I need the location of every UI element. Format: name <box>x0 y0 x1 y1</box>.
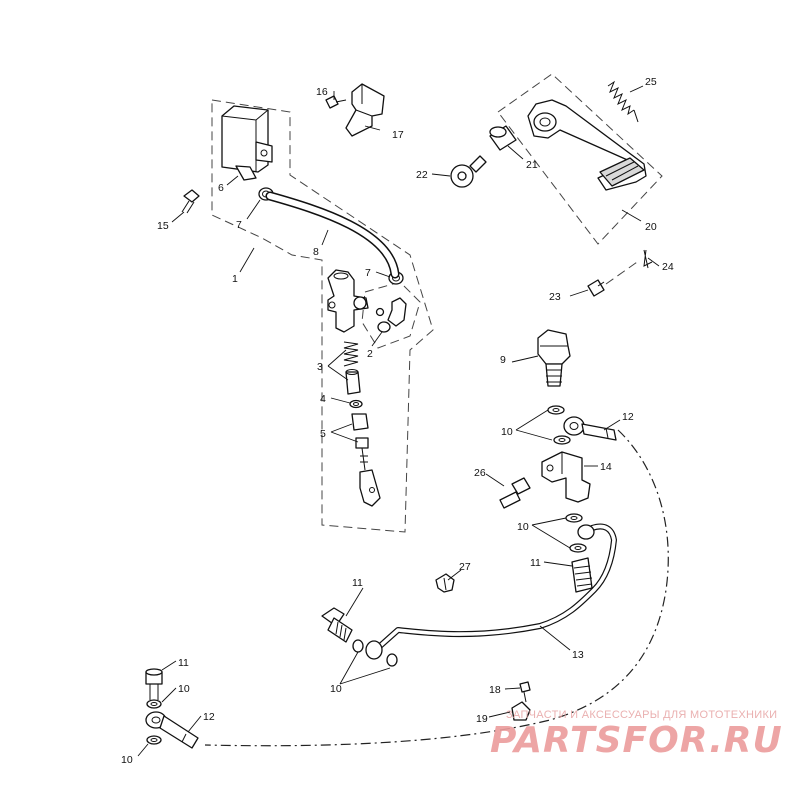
clip-27 <box>435 573 455 593</box>
callout-11-left: 11 <box>352 577 363 589</box>
callout-6: 6 <box>218 182 224 194</box>
callout-9: 9 <box>500 354 506 366</box>
bleed-screw-18 <box>519 681 531 703</box>
callouts: 16 17 25 21 22 20 24 23 15 6 7 8 7 1 2 3… <box>121 76 674 766</box>
bolt-26 <box>499 477 531 509</box>
callout-12-lower: 12 <box>203 711 215 723</box>
piston-3 <box>345 369 361 395</box>
pin-24 <box>605 249 653 285</box>
spring-3 <box>343 341 359 367</box>
brake-hose-line <box>204 429 669 747</box>
brake-pedal-20 <box>527 99 647 191</box>
pivot-bolt-22 <box>450 155 487 188</box>
pushrod-5 <box>355 437 369 471</box>
callout-3: 3 <box>317 361 323 373</box>
callout-8: 8 <box>313 246 319 258</box>
callout-22: 22 <box>416 169 428 181</box>
reservoir-hose <box>265 191 400 279</box>
watermark-brand: PARTSFOR.RU <box>490 720 783 761</box>
washer-10-left-a <box>352 639 364 653</box>
callout-10-left: 10 <box>330 683 342 695</box>
callout-5: 5 <box>320 428 326 440</box>
callout-25: 25 <box>645 76 657 88</box>
washer-10-mid-b <box>569 543 587 553</box>
callout-4: 4 <box>320 393 326 405</box>
callout-26: 26 <box>474 467 486 479</box>
callout-10-lower-b: 10 <box>121 754 133 766</box>
callout-20: 20 <box>645 221 657 233</box>
callout-12-upper: 12 <box>622 411 634 423</box>
group-1-outline <box>211 99 434 533</box>
bolt-15 <box>181 189 200 214</box>
callout-10-mid: 10 <box>517 521 529 533</box>
group-20-outline <box>497 73 663 245</box>
washer-10-upper-b <box>553 435 571 445</box>
banjo-hose-12-upper <box>563 416 617 441</box>
callout-2: 2 <box>367 348 373 360</box>
bracket-17 <box>345 83 385 137</box>
callout-13: 13 <box>572 649 584 661</box>
callout-21: 21 <box>526 159 538 171</box>
master-cylinder-body <box>327 269 369 333</box>
callout-7-lower: 7 <box>365 267 371 279</box>
clevis <box>359 469 381 507</box>
callout-18: 18 <box>489 684 501 696</box>
callout-14: 14 <box>600 461 612 473</box>
callout-16: 16 <box>316 86 328 98</box>
washer-10-lower-a <box>146 699 162 709</box>
bolt-23 <box>587 279 605 297</box>
callout-23: 23 <box>549 291 561 303</box>
callout-15: 15 <box>157 220 169 232</box>
callout-10-upper: 10 <box>501 426 513 438</box>
brake-pipe-13 <box>365 523 617 660</box>
callout-10-lower-a: 10 <box>178 683 190 695</box>
bush-21 <box>489 125 517 151</box>
reservoir-part <box>221 105 273 181</box>
boot-5 <box>351 413 369 431</box>
spring-25 <box>607 80 639 123</box>
washer-10-left-b <box>386 653 398 667</box>
callout-11-lower: 11 <box>178 657 189 669</box>
washer-10-upper-a <box>547 405 565 415</box>
washer-4 <box>349 399 363 409</box>
callout-11-mid: 11 <box>530 557 541 569</box>
leader-lines <box>137 85 660 757</box>
washer-10-mid-a <box>565 513 583 523</box>
brake-switch-9 <box>537 329 571 387</box>
cap-19 <box>511 701 531 721</box>
watermark: ЗАПЧАСТИ И АКСЕССУАРЫ ДЛЯ МОТОТЕХНИКИ PA… <box>490 709 783 761</box>
callout-27: 27 <box>459 561 471 573</box>
callout-19: 19 <box>476 713 488 725</box>
joint-block-14 <box>541 451 591 503</box>
banjo-hose-12-lower <box>145 711 199 749</box>
callout-17: 17 <box>392 129 404 141</box>
callout-7-upper: 7 <box>236 219 242 231</box>
watermark-tagline: ЗАПЧАСТИ И АКСЕССУАРЫ ДЛЯ МОТОТЕХНИКИ <box>506 709 777 721</box>
callout-1: 1 <box>232 273 238 285</box>
fitting-2 <box>375 297 407 333</box>
callout-24: 24 <box>662 261 674 273</box>
screw-16 <box>325 95 347 109</box>
banjo-bolt-11-mid <box>571 557 593 593</box>
banjo-bolt-11-lower <box>145 668 163 700</box>
banjo-bolt-11-left <box>321 607 353 643</box>
washer-10-lower-b <box>146 735 162 745</box>
